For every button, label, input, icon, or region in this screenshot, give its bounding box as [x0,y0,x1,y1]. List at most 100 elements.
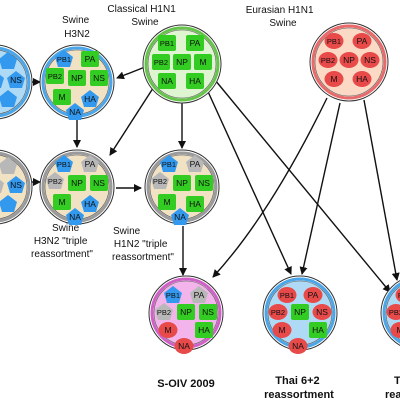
segment-label: M [396,325,400,335]
label-cut-right: T rea [385,375,400,400]
segment-np: NP [173,54,191,70]
segment-np: NP [291,304,309,320]
segment-m: M [158,194,176,210]
label-triple-h3n2: Swine H3N2 "triple reassortment" [31,223,93,260]
segment-np: NP [177,304,195,320]
segment-label: M [330,74,337,84]
segment-label: PB1 [162,160,176,169]
segment-m: M [273,322,292,338]
segment-label: PA [190,38,201,48]
segment-label: NS [364,55,376,65]
segment-label: PB2 [321,56,335,65]
segment-label: M [58,92,65,102]
segment-label: NS [198,178,210,188]
segment-na: NA [175,338,194,354]
segment-label: NP [180,307,192,317]
segment-label: NP [71,73,83,83]
label-eurasian-h1n1: Eurasian H1N1 Swine [246,5,317,29]
label-thai-line2: reassortment [264,389,334,400]
segment-m: M [53,194,71,210]
segment-label: NS [10,180,22,190]
segment-label: NS [93,73,105,83]
virion-classical-h1n1: PB1 PA PB2 NP M NA HA [143,25,221,103]
segment-label: NA [161,76,173,86]
label-cut-right-line1: T [394,375,400,387]
segment-label: PB2 [389,308,400,317]
segment-ha: HA [309,322,327,338]
segment-pb1: PB1 [325,33,344,49]
arrow-classical-to-triple-h3n2 [110,82,157,155]
segment-label: HA [356,74,368,84]
segment-label: HA [189,76,201,86]
segment-label: NA [69,212,81,222]
label-triple-h1n2-line1: Swine [113,226,141,237]
virion-left-top-partial: NS [0,45,32,119]
segment-label: PA [85,159,96,169]
segment-label: HA [198,325,210,335]
segment-label: NS [316,307,328,317]
virion-soiv-2009: PB1 PA PB2 NP NS M HA NA [149,276,223,354]
label-triple-h3n2-line2: H3N2 "triple [34,236,88,247]
segment-label: M [278,325,285,335]
segment-label: PB2 [48,72,62,81]
segment-pb2: PB2 [269,304,288,320]
segment-label: NP [176,57,188,67]
segment-label: PB1 [57,55,71,64]
segment-pb2: PB2 [319,52,338,68]
segment-label: M [164,325,171,335]
segment-m: M [53,89,71,105]
segment-label: PA [194,290,205,300]
arrow-eurasian-to-soiv [213,98,327,277]
label-soiv: S-OIV 2009 [157,378,214,390]
segment-pb1: PB1 [278,287,297,303]
segment-label: NP [294,307,306,317]
segment-np: NP [173,175,191,191]
arrow-classical-to-swine-h3n2 [117,67,145,78]
segment-ha: HA [353,71,372,87]
segment-label: PB2 [154,58,168,67]
segment-label: PB1 [327,37,341,46]
segment-label: PA [190,159,201,169]
label-classical-h1n1: Classical H1N1 Swine [107,4,178,28]
virion-right-partial: PB1PB2MNA [381,276,400,354]
label-triple-h3n2-line1: Swine [52,223,80,234]
segment-label: PB1 [166,291,180,300]
label-classical-h1n1-line2: Swine [131,17,159,28]
segment-label: NS [202,307,214,317]
segment-pb2: PB2 [152,54,170,70]
segment-pa: PA [186,35,204,51]
segment-na: NA [289,338,308,354]
segment-label: NP [176,178,188,188]
arrow-classical-to-right [215,80,390,292]
segment-ha: HA [186,73,204,89]
segment-label: HA [84,199,96,209]
segment-label: NS [93,178,105,188]
label-thai-line1: Thai 6+2 [275,375,319,387]
segment-ns: NS [313,304,332,320]
arrow-eurasian-to-right [364,100,397,280]
segment-label: PA [357,36,368,46]
segment-pb1: PB1 [158,35,176,51]
segment-ns: NS [195,175,213,191]
segment-np: NP [68,70,86,86]
segment-pb2: PB2 [46,68,64,84]
label-swine-h3n2-line1: Swine [62,15,90,26]
label-triple-h1n2-line2: H1N2 "triple [114,239,168,250]
segment-np: NP [68,175,86,191]
segment-label: PB2 [153,177,167,186]
segment-label: PB1 [280,291,294,300]
segment-ha: HA [195,322,213,338]
segment-m: M [325,71,344,87]
segment-m: M [159,322,178,338]
segment-label: M [199,57,206,67]
segment-pa: PA [81,51,99,67]
segment-label: PB2 [157,308,171,317]
segment-np: NP [340,52,359,68]
segment-label: NP [71,178,83,188]
segment-label: NA [69,107,81,117]
